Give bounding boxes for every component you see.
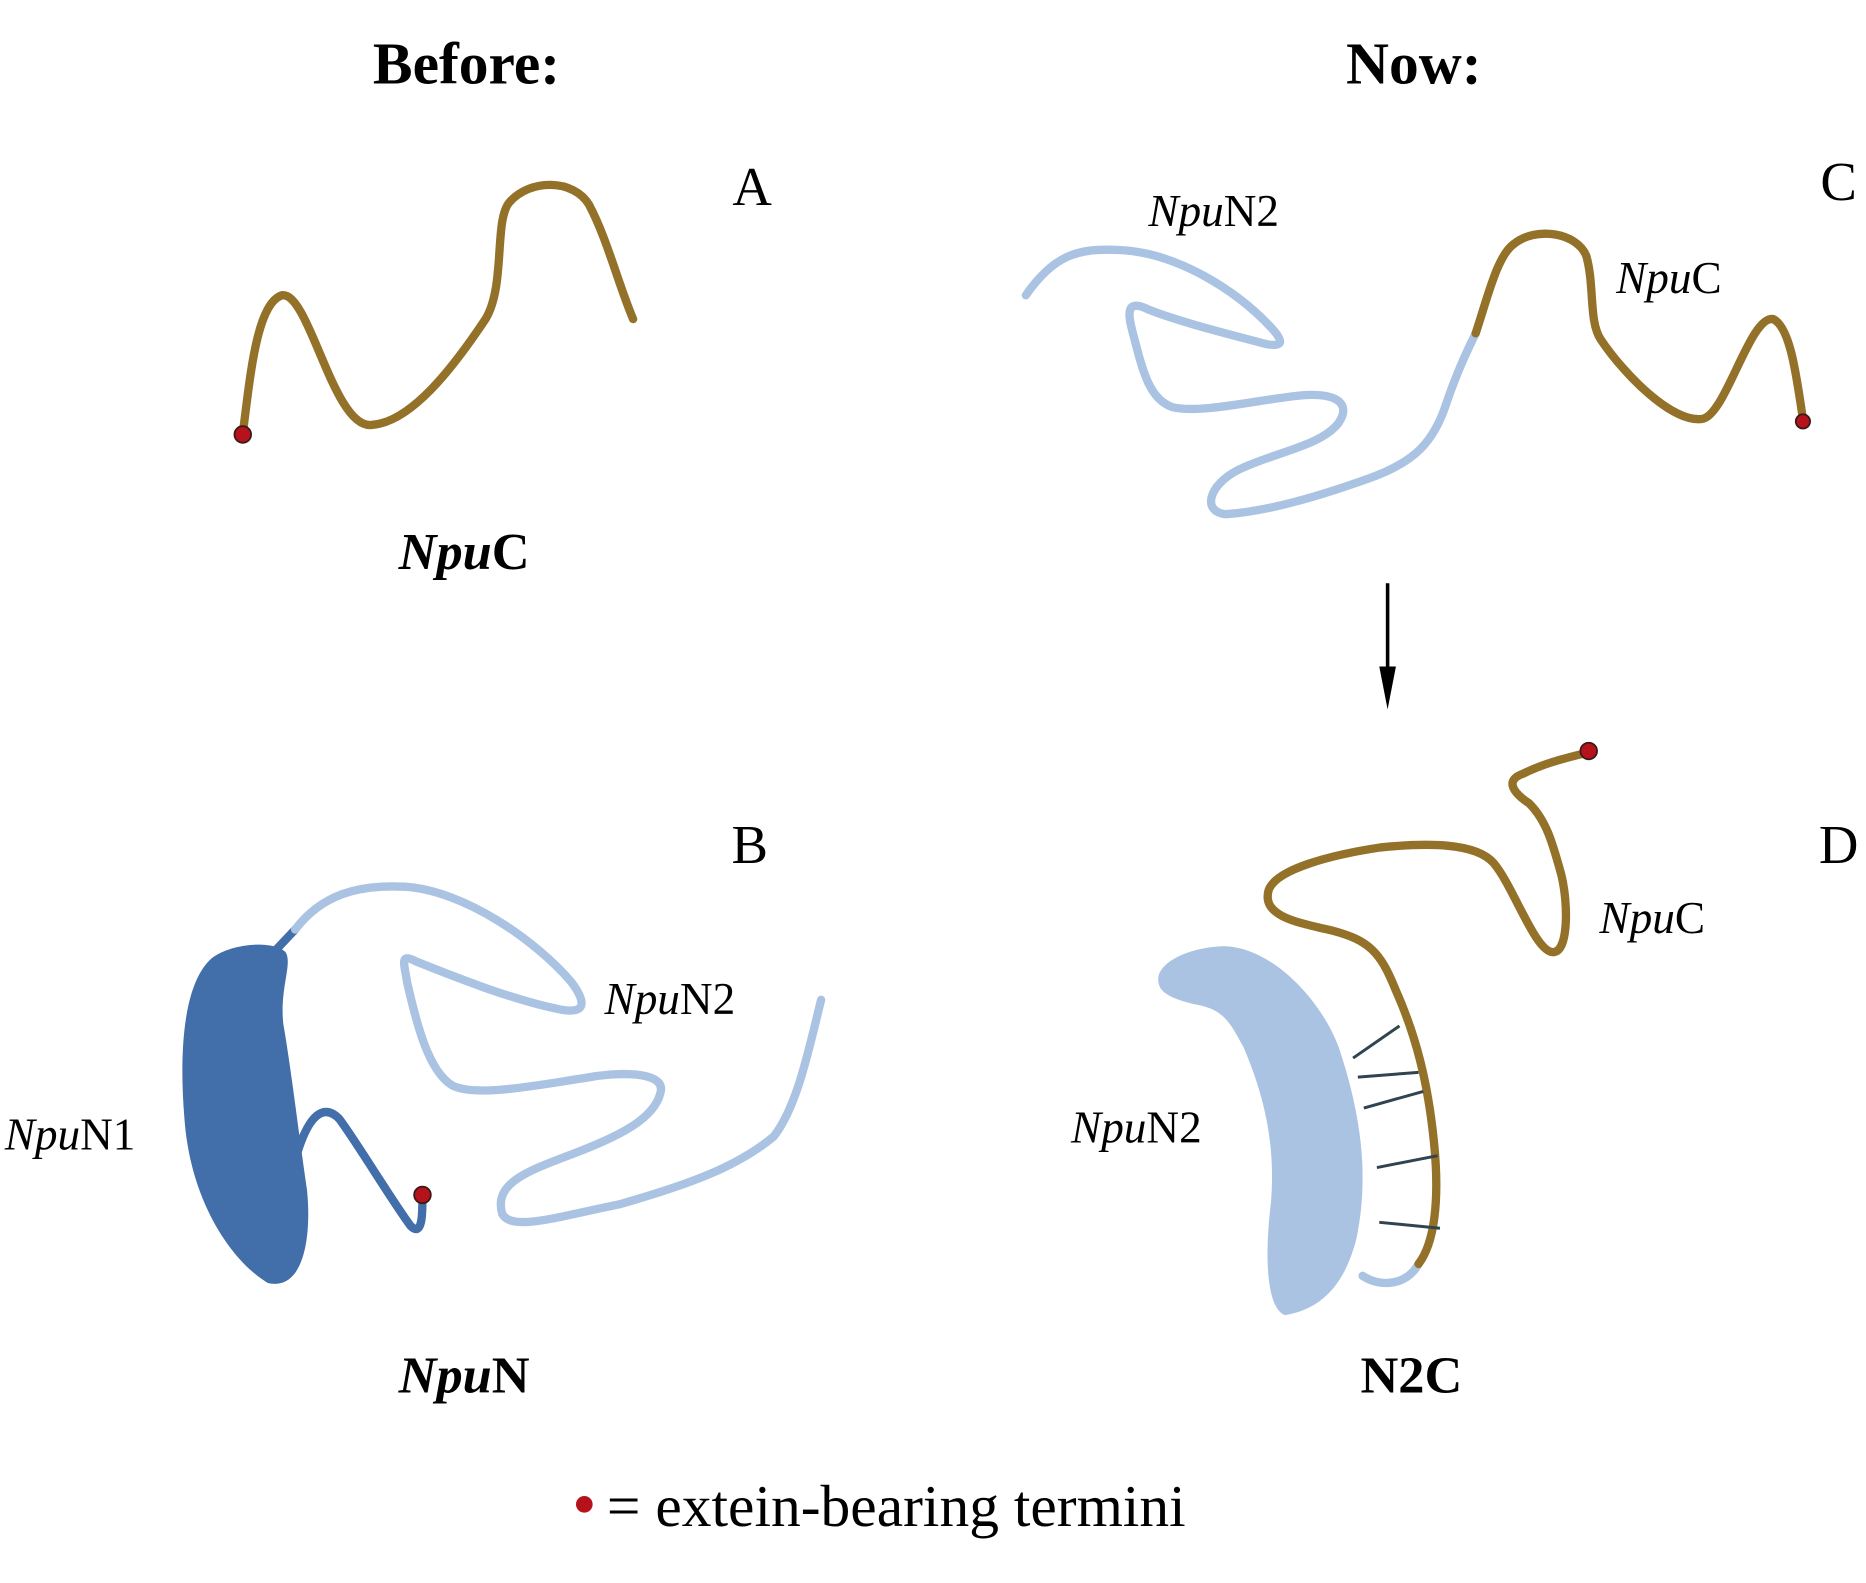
header-now: Now:: [1346, 30, 1482, 96]
terminus-dot-d: [1579, 741, 1598, 761]
label-rest: C: [1675, 893, 1705, 943]
label-npuc-c: NpuC: [1615, 253, 1722, 303]
label-npun2-d: NpuN2: [1070, 1103, 1202, 1153]
panel-title-b: NpuN: [398, 1346, 530, 1404]
label-rest: C: [1691, 253, 1721, 303]
terminus-dot-b: [413, 1185, 432, 1205]
label-italic: Npu: [1070, 1103, 1146, 1153]
label-npun2-c: NpuN2: [1147, 186, 1279, 236]
npuc-strand-c: [1471, 229, 1808, 424]
label-npun1-b: NpuN1: [4, 1110, 136, 1160]
label-italic: Npu: [1147, 186, 1223, 236]
title-italic: Npu: [398, 523, 492, 581]
bond-line: [1376, 1154, 1438, 1170]
label-italic: Npu: [1598, 893, 1674, 943]
npun2-strand-b: [290, 882, 826, 1227]
label-npuc-d: NpuC: [1598, 893, 1705, 943]
npun1-linker: [271, 925, 300, 954]
label-italic: Npu: [4, 1110, 80, 1160]
title-rest: C: [492, 523, 530, 581]
label-italic: Npu: [604, 974, 680, 1024]
panel-letter-c: C: [1820, 151, 1857, 212]
legend-text: = extein-bearing termini: [607, 1473, 1186, 1539]
npun2-strand-c: [1021, 245, 1480, 519]
panel-letter-b: B: [731, 814, 768, 875]
arrow-head-icon: [1379, 666, 1396, 710]
label-rest: N2: [1224, 186, 1279, 236]
bond-line: [1379, 1220, 1441, 1230]
label-italic: Npu: [1615, 253, 1691, 303]
label-rest: N1: [80, 1110, 135, 1160]
panel-title-a: NpuC: [398, 523, 530, 581]
terminus-dot-c: [1794, 413, 1811, 430]
label-rest: N2: [1146, 1103, 1201, 1153]
label-npun2-b: NpuN2: [604, 974, 736, 1024]
npun2-domain-d: [1158, 946, 1363, 1316]
panel-letter-d: D: [1819, 814, 1859, 875]
panel-title-d: N2C: [1360, 1346, 1462, 1404]
npuc-strand-d: [1263, 748, 1593, 1269]
title-italic: Npu: [398, 1346, 492, 1404]
red-dot-icon: [575, 1496, 593, 1513]
terminus-dot-a: [233, 425, 252, 444]
bond-line: [1352, 1024, 1401, 1060]
hydrogen-bonds: [1352, 1024, 1441, 1230]
title-rest: N: [492, 1346, 530, 1404]
npun1-domain: [182, 944, 309, 1284]
bond-line: [1363, 1089, 1424, 1110]
npun2-loop-d: [1358, 1259, 1423, 1288]
panel-letter-a: A: [732, 156, 772, 217]
bond-line: [1357, 1070, 1419, 1079]
npuc-strand-a: [238, 180, 638, 438]
label-rest: N2: [680, 974, 735, 1024]
npun1-tail: [293, 1107, 427, 1233]
header-before: Before:: [373, 30, 560, 96]
